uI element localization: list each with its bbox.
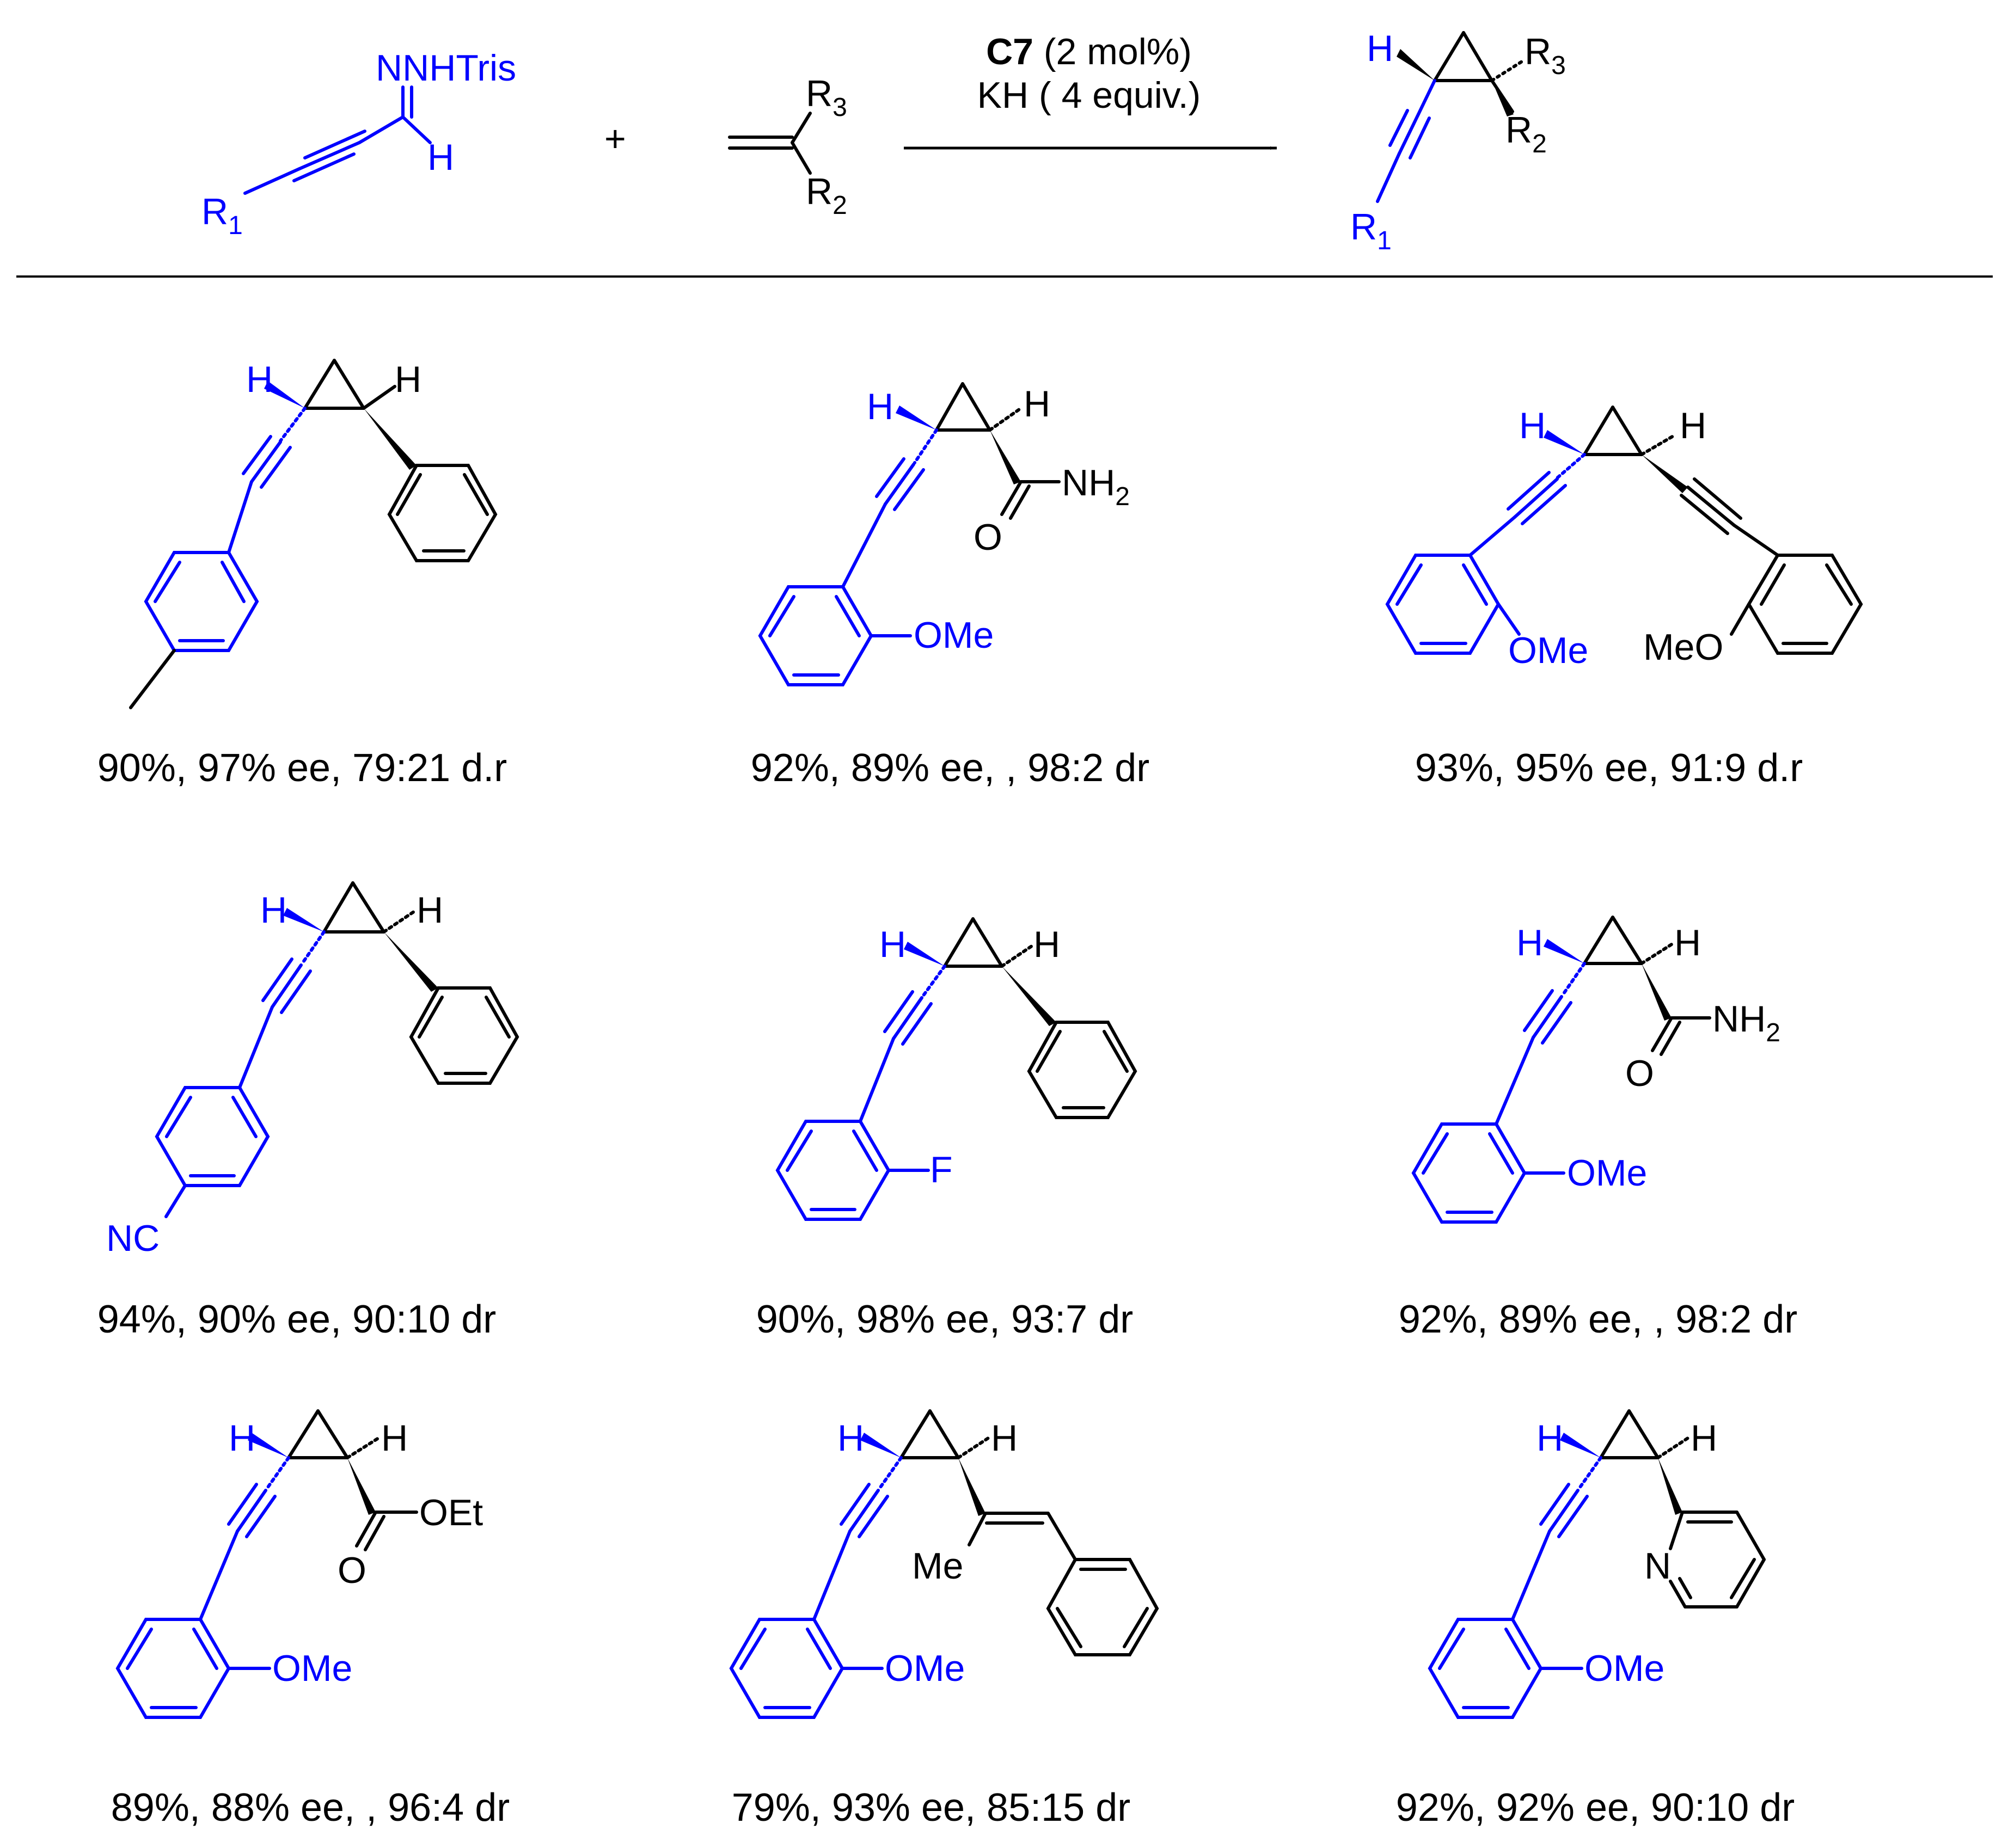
reagent-hydrazone <box>243 85 432 195</box>
compound-9-methoxy: OMe <box>1584 1648 1664 1689</box>
compound-3 <box>1385 406 1863 655</box>
product-wedge-h <box>1397 49 1435 81</box>
compound-2 <box>758 382 1061 686</box>
compound-5-h-left: H <box>879 924 906 965</box>
compound-2-h-left: H <box>867 386 893 427</box>
compound-2-oxygen: O <box>974 517 1002 558</box>
product-general <box>1376 31 1526 203</box>
compound-6-wedge-amide <box>1642 963 1672 1021</box>
compound-1-wedge-h <box>264 381 305 408</box>
compound-5-fluoro: F <box>930 1149 953 1190</box>
reagent1-nnhtris-label: NNHTris <box>376 47 516 89</box>
compound-2-methoxy: OMe <box>914 615 994 656</box>
compound-5-wedge-ph <box>1002 966 1056 1026</box>
compound-8-wedge-vinyl <box>958 1458 985 1516</box>
condition-base: KH ( 4 equiv.) <box>977 75 1201 116</box>
compound-7-ester: OEt <box>419 1492 483 1533</box>
plus-sign: + <box>604 118 626 159</box>
compound-8-methoxy: OMe <box>885 1648 965 1689</box>
product-r3-label: R3 <box>1525 31 1566 80</box>
compound-4-h-left: H <box>260 889 287 931</box>
compound-7-h-right: H <box>381 1417 408 1459</box>
compound-9-wedge-h <box>1560 1433 1601 1458</box>
reagent2-r3-label: R3 <box>806 73 847 122</box>
compound-4-wedge-h <box>283 908 324 932</box>
compound-6-wedge-h <box>1544 939 1584 963</box>
compound-3-h-right: H <box>1680 405 1706 446</box>
compound-8-h-right: H <box>991 1417 1018 1459</box>
compound-7 <box>115 1409 418 1719</box>
compound-1 <box>129 359 498 709</box>
compound-2-amide: NH2 <box>1062 462 1130 511</box>
compound-5-caption: 90%, 98% ee, 93:7 dr <box>756 1298 1133 1341</box>
compound-4-nitrile: NC <box>106 1218 160 1259</box>
compound-6-caption: 92%, 89% ee, , 98:2 dr <box>1399 1298 1797 1341</box>
reagent1-r1-label: R1 <box>201 191 243 240</box>
compound-8-h-left: H <box>837 1417 864 1459</box>
compound-9 <box>1428 1409 1766 1719</box>
compound-1-wedge-ph <box>364 408 417 470</box>
compound-8-wedge-h <box>860 1433 901 1458</box>
compound-9-pyridine-n: N <box>1644 1545 1671 1587</box>
compound-4-caption: 94%, 90% ee, 90:10 dr <box>97 1298 497 1341</box>
compound-3-methoxy-right: MeO <box>1643 627 1723 668</box>
compound-9-h-right: H <box>1691 1417 1717 1459</box>
product-r1-label: R1 <box>1350 206 1392 255</box>
compound-9-wedge-pyridyl <box>1658 1458 1682 1515</box>
compound-4 <box>155 881 519 1218</box>
compound-6-amide: NH2 <box>1712 998 1780 1047</box>
compound-9-h-left: H <box>1536 1417 1563 1459</box>
compound-3-caption: 93%, 95% ee, 91:9 d.r <box>1415 746 1803 790</box>
compound-1-caption: 90%, 97% ee, 79:21 d.r <box>97 746 507 790</box>
compound-5-wedge-h <box>904 942 945 966</box>
compound-8 <box>729 1409 1159 1719</box>
compound-6-methoxy: OMe <box>1567 1152 1647 1194</box>
compound-6 <box>1411 916 1711 1224</box>
reagent1-h-label: H <box>427 137 454 178</box>
compound-3-wedge-h <box>1544 430 1584 455</box>
compound-8-caption: 79%, 93% ee, 85:15 dr <box>732 1786 1131 1829</box>
compound-5 <box>775 917 1137 1221</box>
compound-7-wedge-ester <box>347 1458 376 1515</box>
reagent2-r2-label: R2 <box>806 171 847 220</box>
compound-1-h-left: H <box>246 359 273 400</box>
compound-2-wedge-amide <box>990 430 1021 484</box>
compound-6-h-right: H <box>1674 922 1701 963</box>
product-wedge-r2 <box>1492 81 1514 116</box>
compound-1-h-right: H <box>395 359 421 400</box>
compound-7-caption: 89%, 88% ee, , 96:4 dr <box>111 1786 510 1829</box>
compound-7-oxygen: O <box>338 1550 366 1591</box>
compound-3-wedge-alkyne <box>1642 455 1688 493</box>
compound-2-wedge-h <box>896 406 936 430</box>
compound-4-wedge-ph <box>384 932 438 992</box>
compound-5-h-right: H <box>1033 924 1060 965</box>
compound-2-h-right: H <box>1024 383 1050 425</box>
condition-catalyst: C7 (2 mol%) <box>986 31 1192 72</box>
compound-9-caption: 92%, 92% ee, 90:10 dr <box>1396 1786 1795 1829</box>
product-r2-label: R2 <box>1505 109 1547 158</box>
compound-6-oxygen: O <box>1625 1053 1654 1094</box>
compound-2-caption: 92%, 89% ee, , 98:2 dr <box>751 746 1149 790</box>
compound-6-h-left: H <box>1516 922 1543 963</box>
compound-7-wedge-h <box>248 1433 289 1458</box>
compound-3-h-left: H <box>1519 405 1546 446</box>
compound-4-h-right: H <box>417 889 443 931</box>
compound-7-methoxy: OMe <box>272 1648 352 1689</box>
compound-8-methyl: Me <box>912 1545 963 1587</box>
compound-3-methoxy-left: OMe <box>1508 630 1588 671</box>
product-h-label: H <box>1367 28 1393 69</box>
compound-7-h-left: H <box>229 1417 255 1459</box>
reagent-alkene <box>728 112 812 175</box>
